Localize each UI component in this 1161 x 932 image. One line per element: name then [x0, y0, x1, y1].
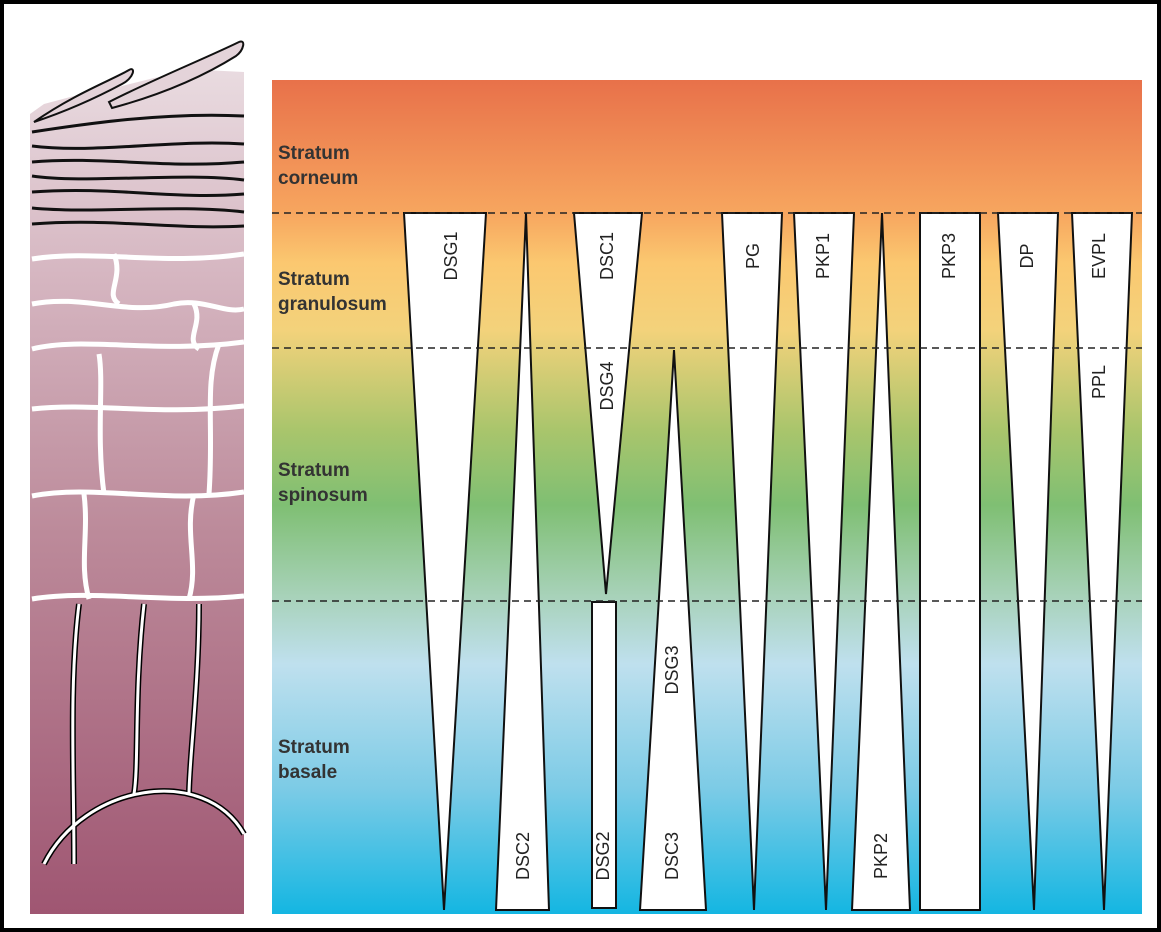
protein-label-pkp2: PKP2 [871, 833, 891, 879]
protein-label-dsg4: DSG4 [597, 361, 617, 410]
strata-gradient-band [272, 80, 1142, 914]
layer-label-basale-line1: Stratum [278, 737, 350, 758]
protein-label-evpl: EVPL [1089, 233, 1109, 279]
layer-label-spinosum-line1: Stratum [278, 460, 350, 481]
protein-label-dsg3-top: DSG3 [662, 645, 682, 694]
protein-label-pkp3: PKP3 [939, 233, 959, 279]
layer-label-granulosum-line2: granulosum [278, 294, 387, 315]
protein-label-dsc1: DSC1 [597, 232, 617, 280]
layer-label-basale-line2: basale [278, 762, 337, 783]
protein-label-dp: DP [1017, 243, 1037, 268]
wedge-pkp3 [920, 213, 980, 910]
tissue-illustration [30, 41, 244, 914]
protein-label-dsg2: DSG2 [593, 831, 613, 880]
epidermis-desmosome-diagram: Stratum corneum Stratum granulosum Strat… [4, 4, 1157, 928]
layer-label-spinosum-line2: spinosum [278, 485, 368, 506]
layer-label-corneum-line1: Stratum [278, 143, 350, 164]
layer-label-corneum-line2: corneum [278, 168, 358, 189]
protein-label-ppl: PPL [1089, 365, 1109, 399]
protein-label-dsc3: DSC3 [662, 832, 682, 880]
protein-label-pkp1: PKP1 [813, 233, 833, 279]
protein-label-dsc2: DSC2 [513, 832, 533, 880]
layer-label-granulosum-line1: Stratum [278, 269, 350, 290]
protein-label-pg: PG [743, 243, 763, 269]
protein-label-dsg1: DSG1 [441, 231, 461, 280]
